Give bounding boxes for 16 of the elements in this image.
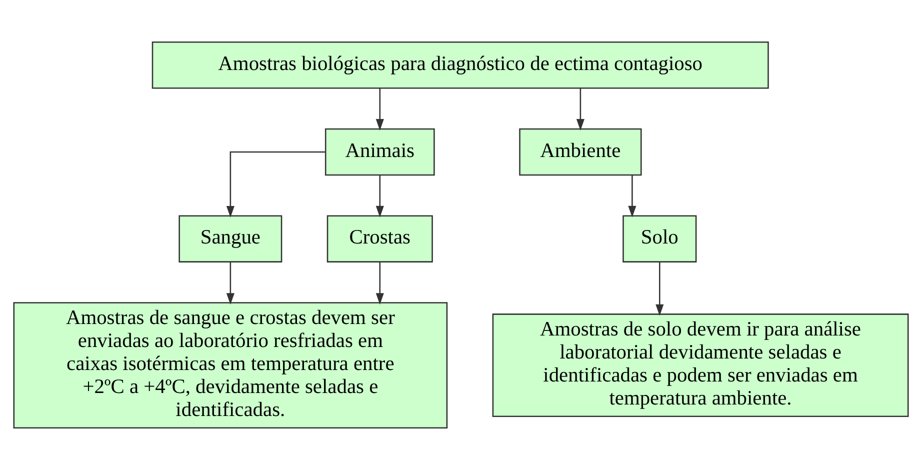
arrow	[376, 88, 384, 131]
arrow	[376, 262, 384, 305]
node-box: Amostras biológicas para diagnóstico de ectima contagioso	[152, 41, 769, 89]
node-box: Crostas	[326, 215, 433, 262]
node-box: Sangue	[178, 215, 282, 262]
arrow	[226, 151, 326, 218]
node-box: Solo	[622, 215, 697, 262]
node-box: Animais	[324, 128, 435, 176]
arrow	[376, 175, 384, 218]
node-box: Amostras de sangue e crostas devem ser enviadas ao laboratório resfriadas em caixas isotérmicas em temperatura entre +2ºC a +4ºC, devidamente seladas e identificadas.	[13, 302, 448, 429]
arrow	[226, 262, 234, 305]
node-box: Amostras de solo devem ir para análise laboratorial devidamente seladas e identificadas e podem ser enviadas em temperatura ambiente.	[492, 314, 909, 418]
arrow	[576, 88, 584, 131]
arrow	[628, 175, 636, 218]
node-box: Ambiente	[519, 128, 642, 176]
arrow	[656, 262, 664, 316]
